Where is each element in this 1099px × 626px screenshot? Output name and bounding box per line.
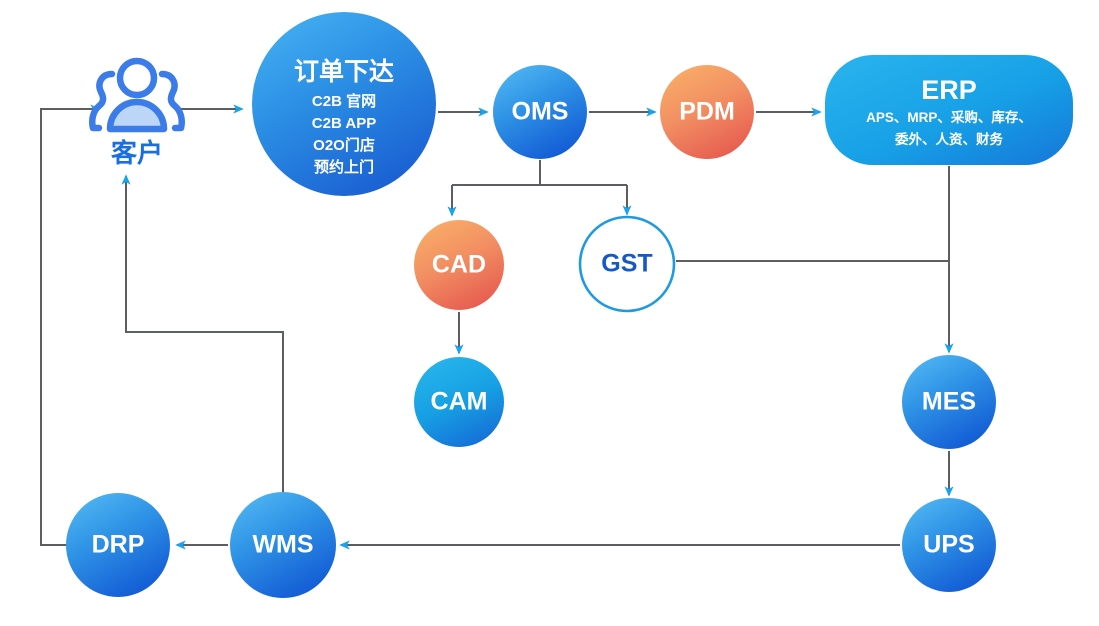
order-sub-1: C2B 官网 bbox=[312, 92, 376, 110]
order-sub-3: O2O门店 bbox=[313, 136, 375, 154]
node-gst[interactable]: GST bbox=[578, 215, 676, 313]
cam-circle bbox=[414, 357, 504, 447]
pdm-circle bbox=[660, 65, 754, 159]
node-oms[interactable]: OMS bbox=[493, 65, 587, 159]
wms-circle bbox=[230, 492, 336, 598]
gst-label: GST bbox=[601, 250, 652, 278]
node-cad[interactable]: CAD bbox=[414, 220, 504, 310]
node-wms[interactable]: WMS bbox=[230, 492, 336, 598]
node-erp[interactable]: ERP APS、MRP、采购、库存、 委外、人资、财务 bbox=[825, 55, 1073, 165]
order-circle bbox=[252, 12, 436, 196]
node-order[interactable]: 订单下达 C2B 官网 C2B APP O2O门店 预约上门 bbox=[252, 12, 436, 196]
node-drp[interactable]: DRP bbox=[66, 493, 170, 597]
node-ups[interactable]: UPS bbox=[902, 498, 996, 592]
cad-circle bbox=[414, 220, 504, 310]
ups-circle bbox=[902, 498, 996, 592]
oms-label: OMS bbox=[512, 98, 569, 126]
erp-sub-2: 委外、人资、财务 bbox=[894, 131, 1003, 147]
node-customer[interactable]: 客户 bbox=[89, 57, 185, 168]
erp-label: ERP bbox=[921, 75, 977, 105]
edge-drp-to-customer bbox=[40, 104, 101, 546]
order-sub-4: 预约上门 bbox=[314, 158, 374, 176]
wms-label: WMS bbox=[252, 531, 313, 559]
erp-sub-1: APS、MRP、采购、库存、 bbox=[866, 109, 1032, 125]
mes-circle bbox=[902, 355, 996, 449]
customer-label: 客户 bbox=[111, 138, 163, 168]
mes-label: MES bbox=[922, 388, 976, 416]
edge-wms-to-customer bbox=[121, 174, 284, 492]
cad-label: CAD bbox=[432, 251, 486, 279]
node-cam[interactable]: CAM bbox=[414, 357, 504, 447]
pdm-label: PDM bbox=[679, 98, 735, 126]
drp-circle bbox=[66, 493, 170, 597]
oms-circle bbox=[493, 65, 587, 159]
ups-label: UPS bbox=[923, 531, 974, 559]
connector-layer bbox=[40, 104, 954, 550]
order-title: 订单下达 bbox=[294, 58, 394, 86]
cam-label: CAM bbox=[431, 388, 488, 416]
users-icon bbox=[89, 57, 185, 133]
drp-label: DRP bbox=[92, 531, 145, 559]
erp-rect bbox=[825, 55, 1073, 165]
node-mes[interactable]: MES bbox=[902, 355, 996, 449]
order-sub-2: C2B APP bbox=[312, 115, 376, 132]
gst-circle bbox=[578, 215, 676, 313]
node-pdm[interactable]: PDM bbox=[660, 65, 754, 159]
